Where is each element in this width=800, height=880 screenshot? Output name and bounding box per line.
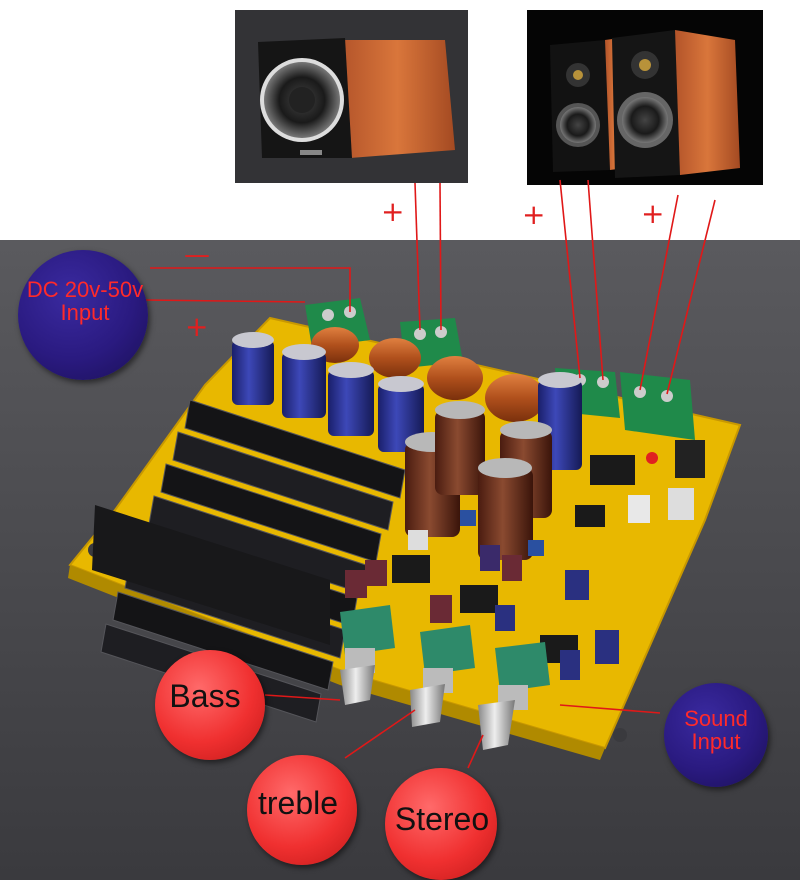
dc-input-label-line2: Input [60,300,110,326]
sound-input-label-line2: Input [691,729,741,755]
heatsink [92,399,406,723]
sound-input-badge [664,683,768,787]
bass-badge [155,650,265,760]
plus-mark-left-speaker: + [522,198,545,231]
plus-mark-right-speaker: + [641,197,664,230]
inductor-coils [311,327,545,422]
sound-input-label-line1: Sound [684,706,748,731]
dc-input-badge [18,250,148,380]
treble-label: treble [257,785,339,821]
dc-input-label: DC 20v-50v Input [10,278,160,324]
stereo-badge [385,768,497,880]
small-components [345,440,705,680]
heatsink-fin [184,399,406,499]
minus-mark-dc: — [184,240,210,270]
sound-input-label: Sound Input [664,707,768,753]
bass-label: Bass [169,678,241,714]
heatsink-fin [112,591,334,691]
brown-capacitors [405,401,552,560]
subwoofer-image [235,10,468,183]
red-wires [144,179,716,769]
heatsink-fin [172,431,394,531]
plus-mark-dc: + [185,310,208,343]
dc-input-label-line1: DC 20v-50v [26,277,144,302]
potentiometers [340,605,550,750]
plus-mark-subwoofer: + [381,195,404,228]
treble-badge [247,755,357,865]
heatsink-base [92,505,330,645]
stereo-label: Stereo [394,801,490,837]
bookshelf-speakers-image [527,10,763,185]
blue-capacitors [232,332,582,470]
